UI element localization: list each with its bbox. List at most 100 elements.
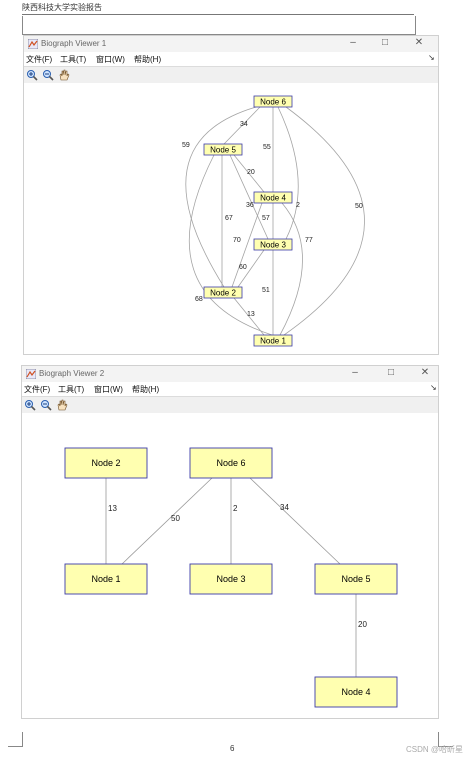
- page-corner-bottom-left: [8, 732, 23, 747]
- edge-label-6-5: 34: [240, 121, 248, 128]
- menu-file[interactable]: 文件(F): [26, 55, 53, 64]
- edge-5-1: [188, 154, 273, 336]
- toolbar: [24, 66, 438, 84]
- close-button[interactable]: ✕: [414, 37, 424, 48]
- edge-label-5-4: 20: [247, 169, 255, 176]
- maximize-button[interactable]: □: [381, 37, 389, 48]
- node-2-label: Node 2: [91, 458, 120, 468]
- node-3[interactable]: Node 3: [189, 563, 273, 595]
- menu-window[interactable]: 窗口(W): [96, 55, 125, 64]
- node-4[interactable]: Node 4: [314, 676, 398, 708]
- node-3-label: Node 3: [216, 574, 245, 584]
- page-corner-bottom-right: [438, 732, 453, 747]
- menu-bar: 文件(F) 工具(T) 窗口(W) 帮助(H) ↘: [22, 382, 438, 396]
- dock-arrow-icon[interactable]: ↘: [430, 383, 437, 392]
- edge-label-6-3: 2: [233, 504, 238, 513]
- node-5[interactable]: Node 5: [203, 143, 243, 156]
- edge-6-1: [121, 477, 213, 565]
- zoom-in-icon[interactable]: [26, 69, 38, 81]
- window-title: Biograph Viewer 1: [41, 39, 107, 48]
- header-rule: [22, 14, 414, 15]
- node-5-label: Node 5: [210, 146, 236, 155]
- edge-label-3-2: 60: [239, 264, 247, 271]
- edge-label-6-1: 50: [355, 203, 363, 210]
- matlab-icon: [28, 39, 38, 49]
- menu-file[interactable]: 文件(F): [24, 385, 51, 394]
- biograph-viewer-1: Biograph Viewer 1 – □ ✕ 文件(F) 工具(T) 窗口(W…: [24, 36, 438, 354]
- zoom-in-icon[interactable]: [24, 399, 36, 411]
- node-1[interactable]: Node 1: [253, 334, 293, 347]
- toolbar: [22, 396, 438, 414]
- edge-label-5-4: 20: [358, 620, 367, 629]
- minimize-button[interactable]: –: [350, 37, 356, 48]
- edge-6-5: [223, 106, 261, 145]
- graph-canvas: 13 50 2 34 20 Node 2 Node 6 Node 1 Node …: [22, 413, 438, 718]
- edge-label-5-3: 36: [246, 202, 254, 209]
- edge-4-1: [279, 202, 303, 336]
- edge-6-2: [185, 106, 257, 288]
- edge-label-4-3: 57: [262, 215, 270, 222]
- edge-label-3-1: 51: [262, 287, 270, 294]
- edge-label-5-2: 67: [225, 215, 233, 222]
- node-6-label: Node 6: [216, 458, 245, 468]
- close-button[interactable]: ✕: [420, 367, 430, 378]
- menu-help[interactable]: 帮助(H): [132, 385, 160, 394]
- page-number: 6: [230, 744, 235, 753]
- edge-6-5: [249, 477, 341, 565]
- node-3[interactable]: Node 3: [253, 238, 293, 251]
- graph-2-svg: 13 50 2 34 20 Node 2 Node 6 Node 1 Node …: [64, 447, 398, 708]
- edge-2-1: [233, 297, 265, 336]
- pan-hand-icon[interactable]: [56, 399, 68, 411]
- node-1-label: Node 1: [260, 337, 286, 346]
- graph-canvas: 34 59 55 20 36 2 50 67 57 70 77 60 51 68…: [24, 83, 438, 354]
- edge-5-3: [229, 154, 269, 240]
- node-6[interactable]: Node 6: [253, 95, 293, 108]
- zoom-out-icon[interactable]: [40, 399, 52, 411]
- zoom-out-icon[interactable]: [42, 69, 54, 81]
- menu-tools[interactable]: 工具(T): [58, 385, 85, 394]
- node-6-label: Node 6: [260, 98, 286, 107]
- node-5[interactable]: Node 5: [314, 563, 398, 595]
- edge-3-2: [237, 249, 265, 288]
- node-1[interactable]: Node 1: [64, 563, 148, 595]
- menu-tools[interactable]: 工具(T): [60, 55, 87, 64]
- node-1-label: Node 1: [91, 574, 120, 584]
- pan-hand-icon[interactable]: [58, 69, 70, 81]
- edge-label-6-2: 59: [182, 142, 190, 149]
- edge-label-6-3: 2: [296, 202, 300, 209]
- graph-1-svg: 34 59 55 20 36 2 50 67 57 70 77 60 51 68…: [182, 95, 365, 347]
- edge-label-2-1: 13: [108, 504, 117, 513]
- edge-4-2: [231, 202, 263, 288]
- node-4-label: Node 4: [260, 194, 286, 203]
- menu-bar: 文件(F) 工具(T) 窗口(W) 帮助(H) ↘: [24, 52, 438, 66]
- edge-label-4-1: 77: [305, 237, 313, 244]
- edge-label-4-2: 70: [233, 237, 241, 244]
- window-titlebar: Biograph Viewer 1 – □ ✕: [24, 36, 438, 52]
- biograph-viewer-2: Biograph Viewer 2 – □ ✕ 文件(F) 工具(T) 窗口(W…: [22, 366, 438, 718]
- minimize-button[interactable]: –: [352, 367, 358, 378]
- node-5-label: Node 5: [341, 574, 370, 584]
- matlab-icon: [26, 369, 36, 379]
- watermark: CSDN @哈昕星: [406, 745, 464, 754]
- edge-5-4: [233, 154, 265, 193]
- menu-help[interactable]: 帮助(H): [134, 55, 162, 64]
- node-2-label: Node 2: [210, 289, 236, 298]
- edge-6-3: [277, 106, 299, 240]
- dock-arrow-icon[interactable]: ↘: [428, 53, 435, 62]
- document-header: 陕西科技大学实验报告: [22, 3, 102, 12]
- node-2[interactable]: Node 2: [64, 447, 148, 479]
- window-titlebar: Biograph Viewer 2 – □ ✕: [22, 366, 438, 382]
- edge-label-2-1: 13: [247, 311, 255, 318]
- edge-label-6-5: 34: [280, 503, 289, 512]
- edge-6-1: [283, 106, 365, 336]
- page-frame: [22, 16, 416, 35]
- window-title: Biograph Viewer 2: [39, 369, 105, 378]
- node-4[interactable]: Node 4: [253, 191, 293, 204]
- node-6[interactable]: Node 6: [189, 447, 273, 479]
- node-2[interactable]: Node 2: [203, 286, 243, 299]
- node-4-label: Node 4: [341, 687, 370, 697]
- edge-label-6-1: 50: [171, 514, 180, 523]
- maximize-button[interactable]: □: [387, 367, 395, 378]
- menu-window[interactable]: 窗口(W): [94, 385, 123, 394]
- edge-label-6-4: 55: [263, 144, 271, 151]
